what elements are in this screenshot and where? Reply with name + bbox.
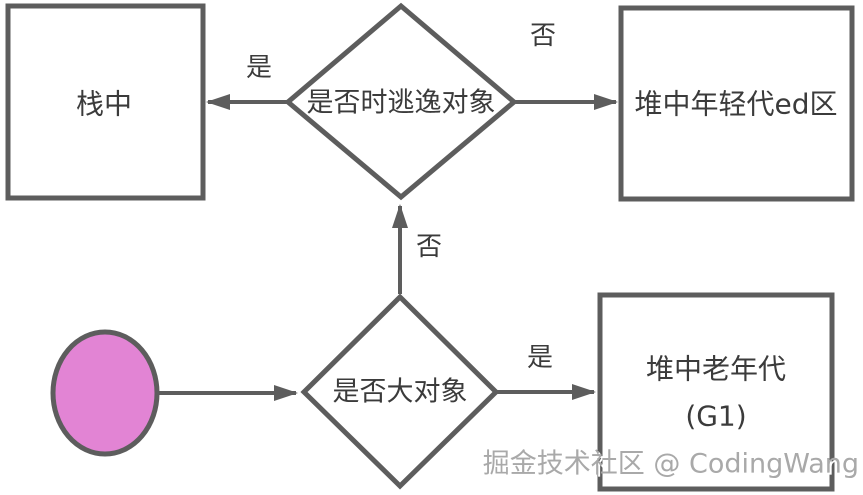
young-gen-node bbox=[618, 5, 855, 202]
edge-label-large-object-no: 否 bbox=[416, 232, 442, 262]
escape-decision-diamond bbox=[284, 2, 518, 201]
edge-label-escape-yes: 是 bbox=[246, 53, 272, 83]
young-gen-node-label: 堆中年轻代ed区 bbox=[634, 88, 837, 121]
stack-node-label: 栈中 bbox=[76, 88, 132, 121]
watermark-text: 掘金技术社区 @ CodingWang bbox=[483, 449, 859, 480]
old-gen-node-label-line2: (G1) bbox=[685, 400, 746, 433]
escape-decision-label: 是否时逃逸对象 bbox=[307, 88, 496, 119]
watermark-text-shadow: 掘金技术社区 @ CodingWang bbox=[485, 451, 861, 482]
large-object-decision-label: 是否大对象 bbox=[333, 377, 468, 408]
large-object-decision-diamond bbox=[300, 293, 500, 490]
edge-label-escape-no: 否 bbox=[530, 21, 556, 51]
old-gen-node-label-line1: 堆中老年代 bbox=[646, 353, 786, 386]
start-ellipse bbox=[50, 329, 160, 457]
stack-node bbox=[5, 3, 206, 201]
edge-label-large-object-yes: 是 bbox=[527, 343, 553, 373]
old-gen-node bbox=[597, 292, 835, 492]
